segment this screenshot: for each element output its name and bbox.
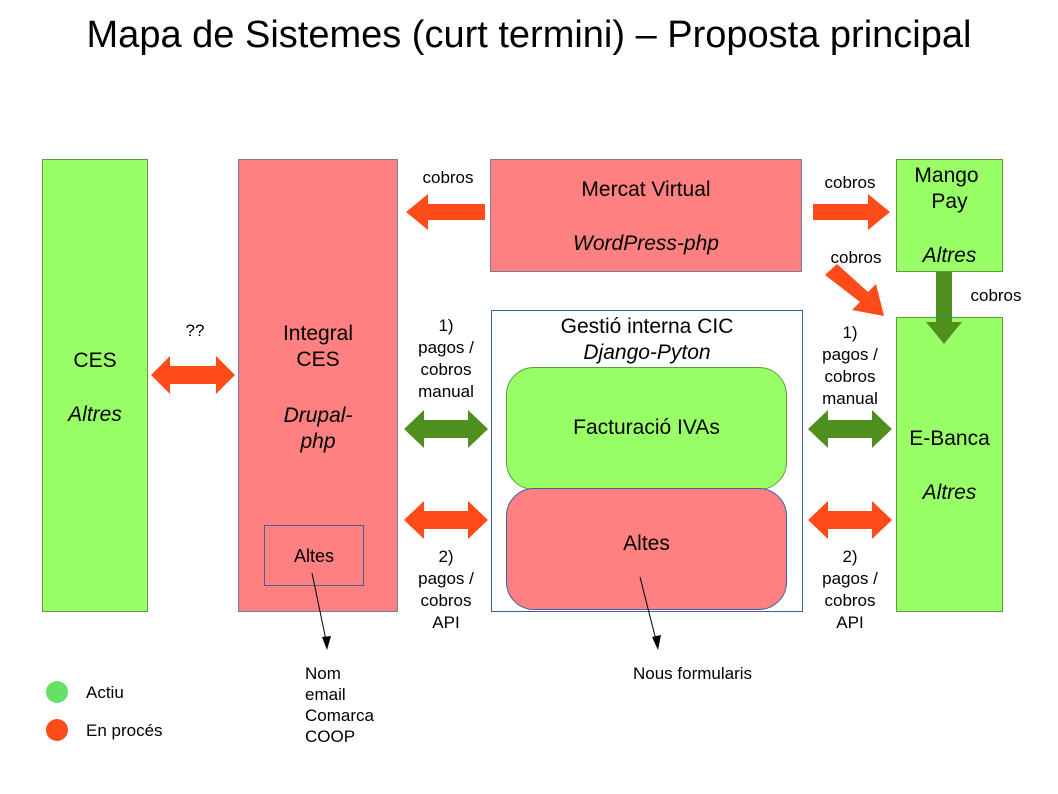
integral-altes-label: Altes <box>293 546 335 566</box>
integral-facturacio-arrow <box>404 410 488 448</box>
legend-active-dot <box>46 681 68 703</box>
field-item: email <box>305 685 346 704</box>
cobros-label-left: cobros <box>422 168 474 187</box>
page-title: Mapa de Sistemes (curt termini) – Propos… <box>86 14 972 56</box>
integral-altes-arrow <box>404 501 488 539</box>
integral-altes-pointer <box>311 572 328 646</box>
mango-pay-box: Mango Pay Altres <box>896 159 1003 272</box>
altes-ebanca-arrow <box>808 501 892 539</box>
integral-name-line1: Integral <box>282 322 354 345</box>
field-item: COOP <box>305 727 356 746</box>
integral-altes-pointer-head <box>322 636 331 650</box>
nous-formularis-label: Nous formularis <box>633 664 753 683</box>
mercat-virtual-box: Mercat Virtual WordPress-php <box>490 159 802 272</box>
field-item: Comarca <box>305 706 374 725</box>
facturacio-label: Facturació IVAs <box>573 416 720 439</box>
cobros-label-mango: cobros <box>970 286 1022 305</box>
integral-name-line2: CES <box>296 348 340 371</box>
ces-tech: Altres <box>68 403 122 426</box>
gestio-altes-label: Altes <box>623 532 670 555</box>
ebanca-box: E-Banca Altres <box>896 317 1003 612</box>
unknown-link-label: ?? <box>185 321 205 340</box>
ces-system-box: CES Altres <box>42 159 148 612</box>
gestio-altes-pointer <box>639 576 658 645</box>
ces-name: CES <box>73 349 117 372</box>
integral-altes-box: Altes <box>264 525 364 586</box>
gestio-tech: Django-Pyton <box>583 341 711 364</box>
mango-name-line2: Pay <box>931 190 968 213</box>
mercat-name: Mercat Virtual <box>581 178 711 201</box>
gestio-altes-pointer-head <box>652 635 661 650</box>
legend-active-label: Actiu <box>86 683 124 702</box>
gestio-altes-box: Altes <box>506 488 787 610</box>
legend-in-process-dot <box>46 719 68 741</box>
mango-to-ebanca-arrow <box>926 272 962 344</box>
gestio-name: Gestió interna CIC <box>560 315 734 338</box>
legend-in-process-label: En procés <box>86 721 163 740</box>
integral-tech-line2: php <box>300 430 336 453</box>
facturacio-ebanca-arrow <box>808 410 892 448</box>
mercat-to-integral-arrow <box>406 194 485 230</box>
mango-tech: Altres <box>922 244 977 267</box>
integral-tech-line1: Drupal- <box>283 404 353 427</box>
cobros-label-diagonal: cobros <box>830 248 882 267</box>
mango-name-line1: Mango <box>914 164 979 187</box>
mercat-to-mango-arrow <box>813 194 890 230</box>
ebanca-name: E-Banca <box>909 427 990 450</box>
ebanca-tech: Altres <box>922 481 977 504</box>
cobros-label-right: cobros <box>824 173 876 192</box>
field-item: Nom <box>305 664 341 683</box>
mercat-tech: WordPress-php <box>573 232 719 255</box>
ces-integral-arrow <box>151 356 235 394</box>
mercat-to-ebanca-arrow <box>825 264 884 316</box>
